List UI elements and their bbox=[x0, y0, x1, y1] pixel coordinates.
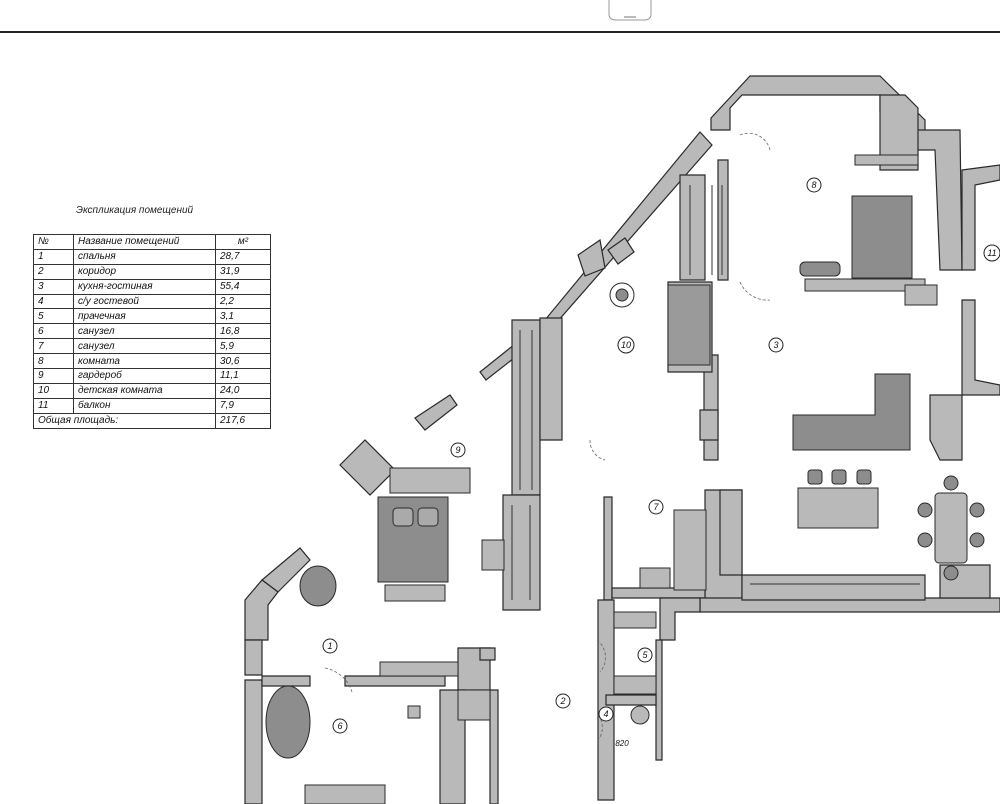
row-name: спальня bbox=[73, 248, 216, 265]
row-num: 6 bbox=[33, 323, 74, 340]
row-name: прачечная bbox=[73, 308, 216, 325]
row-area: 16,8 bbox=[215, 323, 271, 340]
row-area: 5,9 bbox=[215, 338, 271, 355]
room-label-9: 9 bbox=[455, 445, 460, 455]
row-name: коридор bbox=[73, 263, 216, 280]
row-name: балкон bbox=[73, 397, 216, 414]
row-num: 8 bbox=[33, 353, 74, 370]
row-num: 5 bbox=[33, 308, 74, 325]
top-divider bbox=[0, 31, 1000, 33]
row-num: 7 bbox=[33, 338, 74, 355]
row-area: 28,7 bbox=[215, 248, 271, 265]
row-area: 31,9 bbox=[215, 263, 271, 280]
room-label-4: 4 bbox=[603, 709, 608, 719]
room-label-1: 1 bbox=[327, 641, 332, 651]
row-name: санузел bbox=[73, 323, 216, 340]
row-area: 30,6 bbox=[215, 353, 271, 370]
table-header-row: № Название помещений м² bbox=[33, 234, 271, 250]
row-area: 24,0 bbox=[215, 382, 271, 399]
header-num: № bbox=[33, 234, 74, 250]
table-total-row: Общая площадь: 217,6 bbox=[33, 412, 271, 429]
total-area: 217,6 bbox=[215, 412, 271, 429]
room-label-8: 8 bbox=[811, 180, 816, 190]
row-name: комната bbox=[73, 353, 216, 370]
room-label-2: 2 bbox=[559, 696, 565, 706]
room-label-7: 7 bbox=[653, 502, 659, 512]
tab-mark-icon bbox=[608, 0, 652, 21]
room-label-5: 5 bbox=[642, 650, 648, 660]
row-name: кухня-гостиная bbox=[73, 278, 216, 295]
furniture bbox=[265, 154, 985, 804]
row-area: 11,1 bbox=[215, 368, 271, 384]
header-area: м² bbox=[215, 234, 271, 250]
total-label: Общая площадь: bbox=[33, 412, 216, 429]
row-name: санузел bbox=[73, 338, 216, 355]
row-name: с/у гостевой bbox=[73, 293, 216, 310]
room-marker-labels: 1 2 3 4 5 6 7 8 9 10 11 820 bbox=[327, 180, 996, 748]
row-num: 1 bbox=[33, 248, 74, 265]
room-label-3: 3 bbox=[773, 340, 778, 350]
row-area: 3,1 bbox=[215, 308, 271, 325]
room-label-6: 6 bbox=[337, 721, 342, 731]
header-name: Название помещений bbox=[73, 234, 216, 250]
row-name: детская комната bbox=[73, 382, 216, 399]
equipment-label: 820 bbox=[615, 739, 629, 748]
row-num: 10 bbox=[33, 382, 74, 399]
row-num: 11 bbox=[33, 397, 74, 414]
row-area: 2,2 bbox=[215, 293, 271, 310]
row-area: 55,4 bbox=[215, 278, 271, 295]
top-bar bbox=[0, 0, 1000, 33]
room-label-11: 11 bbox=[987, 248, 996, 258]
explication-title: Экспликация помещений bbox=[76, 205, 194, 216]
row-num: 9 bbox=[33, 368, 74, 384]
room-markers bbox=[322, 177, 1000, 734]
hatch-lines bbox=[511, 185, 920, 600]
row-num: 4 bbox=[33, 293, 74, 310]
row-area: 7,9 bbox=[215, 397, 271, 414]
row-num: 3 bbox=[33, 278, 74, 295]
row-num: 2 bbox=[33, 263, 74, 280]
row-name: гардероб bbox=[73, 368, 216, 384]
room-label-10: 10 bbox=[621, 340, 631, 350]
